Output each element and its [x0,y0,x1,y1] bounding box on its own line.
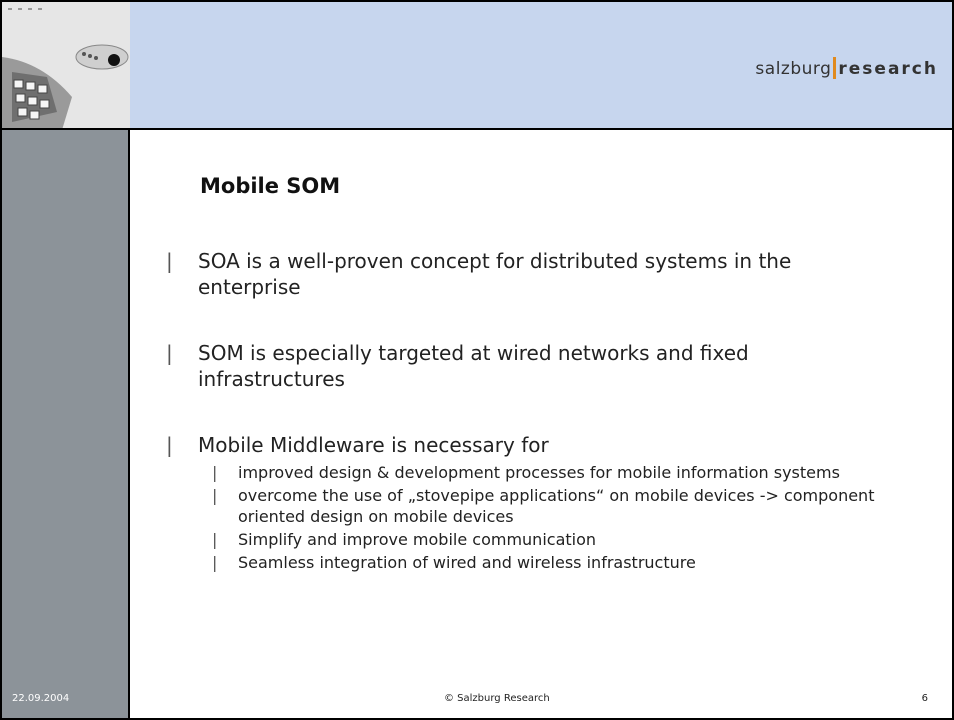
sub-bullet-list: | improved design & development processes… [204,462,892,573]
bullet-list: | SOA is a well-proven concept for distr… [162,248,892,575]
bullet-marker: | [166,341,173,365]
page-number: 6 [921,693,928,704]
logo-text-research: research [838,59,938,79]
bullet-text: SOA is a well-proven concept for distrib… [198,249,792,299]
sub-bullet-item: | overcome the use of „stovepipe applicat… [204,485,892,527]
sub-bullet-item: | Seamless integration of wired and wirel… [204,552,892,573]
sub-bullet-text: improved design & development processes … [238,463,840,482]
logo-divider [833,57,837,79]
bullet-marker: | [166,249,173,273]
bullet-marker: | [166,433,173,457]
sub-bullet-text: overcome the use of „stovepipe applicati… [238,486,875,526]
sub-bullet-item: | improved design & development processes… [204,462,892,483]
sub-bullet-item: | Simplify and improve mobile communicati… [204,529,892,550]
header-photo [2,2,130,130]
bullet-item: | Mobile Middleware is necessary for | im… [162,432,892,573]
sub-bullet-marker: | [212,553,218,572]
footer-copyright: © Salzburg Research [444,693,550,704]
sub-bullet-marker: | [212,463,218,482]
sub-bullet-text: Simplify and improve mobile communicatio… [238,530,597,549]
logo-text-salzburg: salzburg [755,59,832,79]
bullet-text: SOM is especially targeted at wired netw… [198,341,749,391]
header-bar: salzburg research [130,2,952,130]
sub-bullet-marker: | [212,486,218,505]
keyboard-photo-icon [2,2,130,128]
bullet-text: Mobile Middleware is necessary for [198,433,549,457]
slide-title: Mobile SOM [200,174,341,198]
bullet-item: | SOM is especially targeted at wired ne… [162,340,892,392]
sub-bullet-text: Seamless integration of wired and wirele… [238,553,696,572]
salzburg-research-logo: salzburg research [755,57,938,79]
footer-date: 22.09.2004 [12,693,70,704]
bullet-item: | SOA is a well-proven concept for distr… [162,248,892,300]
sub-bullet-marker: | [212,530,218,549]
